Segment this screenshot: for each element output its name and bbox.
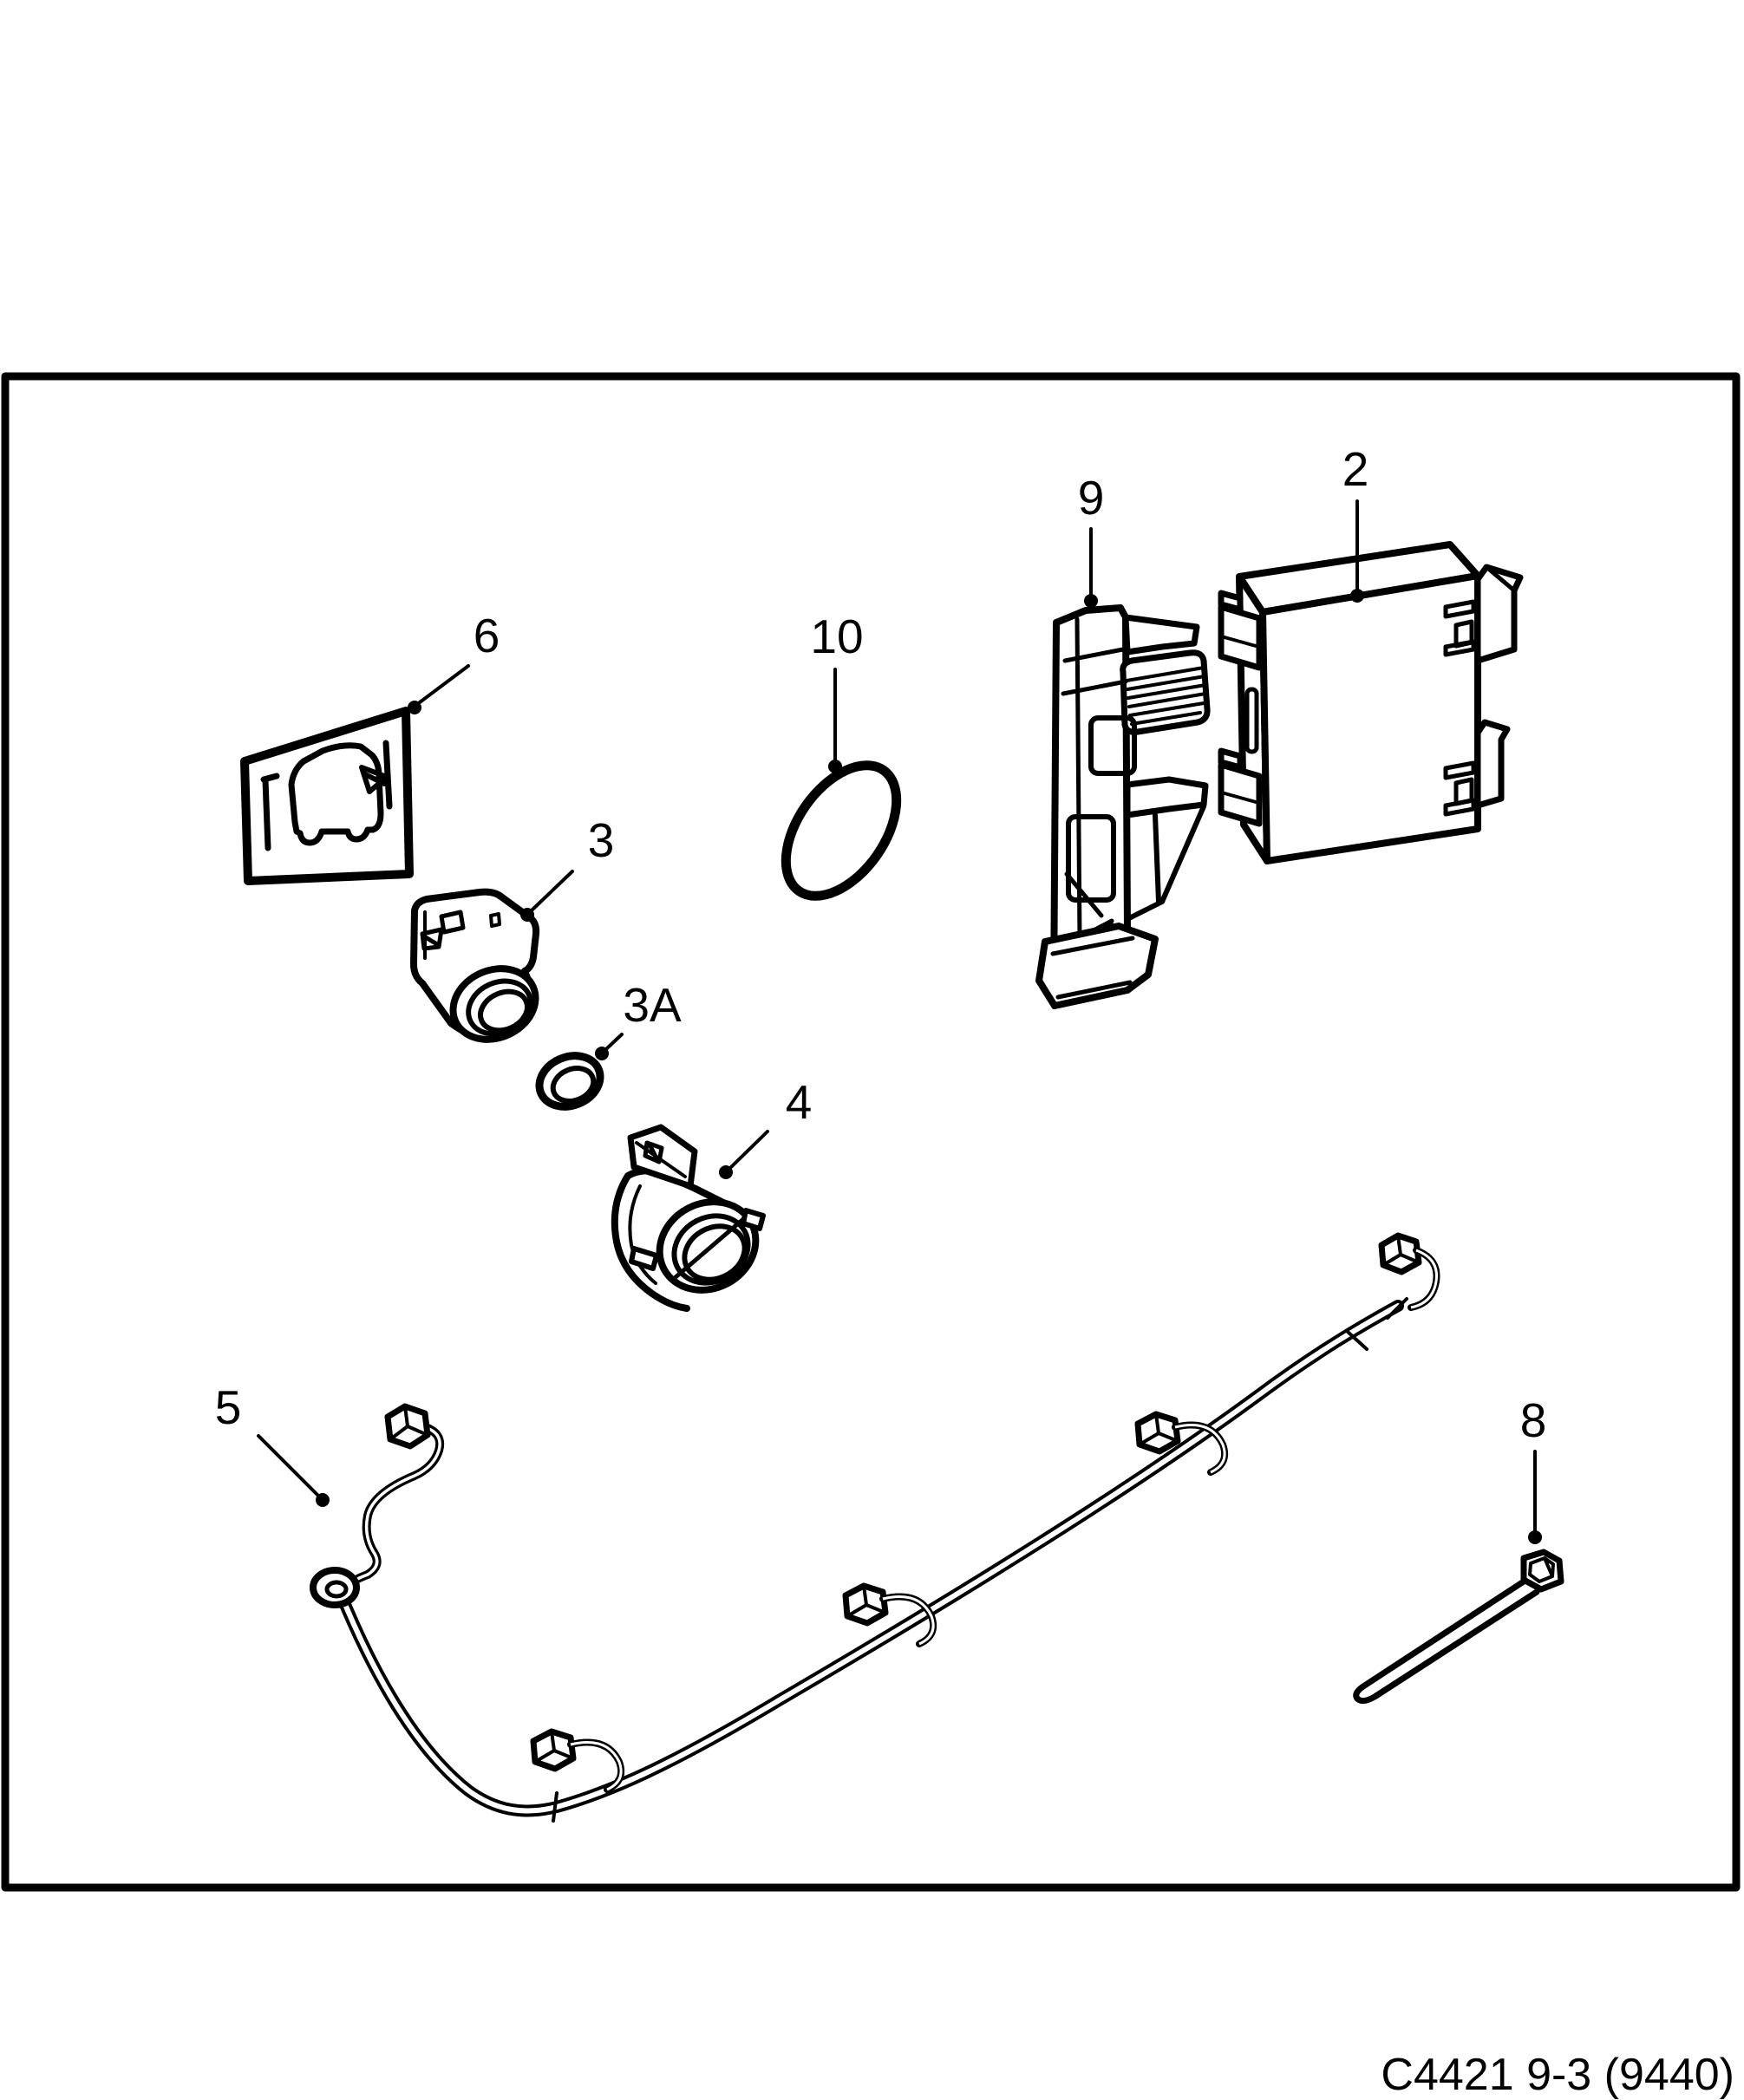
leader-dot (1528, 1530, 1542, 1544)
harness-connector (1134, 1411, 1229, 1476)
leader-dot (408, 701, 421, 714)
leader-dot (595, 1047, 609, 1060)
callout-label: 5 (215, 1380, 242, 1434)
callout-label: 2 (1342, 442, 1369, 496)
diagram-frame (1, 372, 1741, 1892)
callout-label: 6 (474, 609, 500, 662)
callout-label: 9 (1078, 471, 1105, 525)
harness-grommet (310, 1567, 360, 1608)
callout-9: 9 (1078, 471, 1105, 608)
part-wiring-harness (310, 1232, 1440, 1823)
callout-3: 3 (520, 813, 614, 922)
figure-caption: C4421 9-3 (9440) (1381, 2050, 1734, 2100)
callout-label: 10 (810, 610, 863, 663)
callout-5: 5 (215, 1380, 330, 1507)
harness-connector (842, 1582, 937, 1647)
leader-dot (1084, 594, 1098, 608)
callout-8: 8 (1520, 1393, 1547, 1544)
callout-3a: 3A (595, 978, 682, 1060)
part-sensor-holder (611, 1124, 766, 1312)
part-sensor-bracket (1035, 604, 1211, 1009)
harness-connector (384, 1403, 431, 1450)
callout-10: 10 (810, 610, 864, 773)
part-sensor-seal-ring (535, 1052, 604, 1111)
part-cable-tie (1353, 1549, 1564, 1705)
leader-dot (828, 760, 842, 773)
callout-label: 8 (1520, 1393, 1547, 1447)
callout-4: 4 (719, 1075, 812, 1179)
callout-label: 4 (786, 1075, 813, 1129)
leader-dot (316, 1493, 330, 1507)
leader-dot (719, 1165, 733, 1179)
part-control-module (1218, 541, 1524, 864)
harness-connector (1378, 1232, 1440, 1311)
part-o-ring (781, 760, 902, 901)
part-parking-sensor (410, 888, 540, 1043)
harness-connector (530, 1728, 625, 1793)
leader-dot (520, 908, 534, 922)
callout-6: 6 (408, 609, 500, 714)
part-mounting-template (240, 707, 414, 885)
callout-label: 3A (623, 978, 682, 1032)
leader-dot (1350, 589, 1364, 603)
callout-2: 2 (1342, 442, 1369, 603)
callout-label: 3 (588, 813, 615, 867)
